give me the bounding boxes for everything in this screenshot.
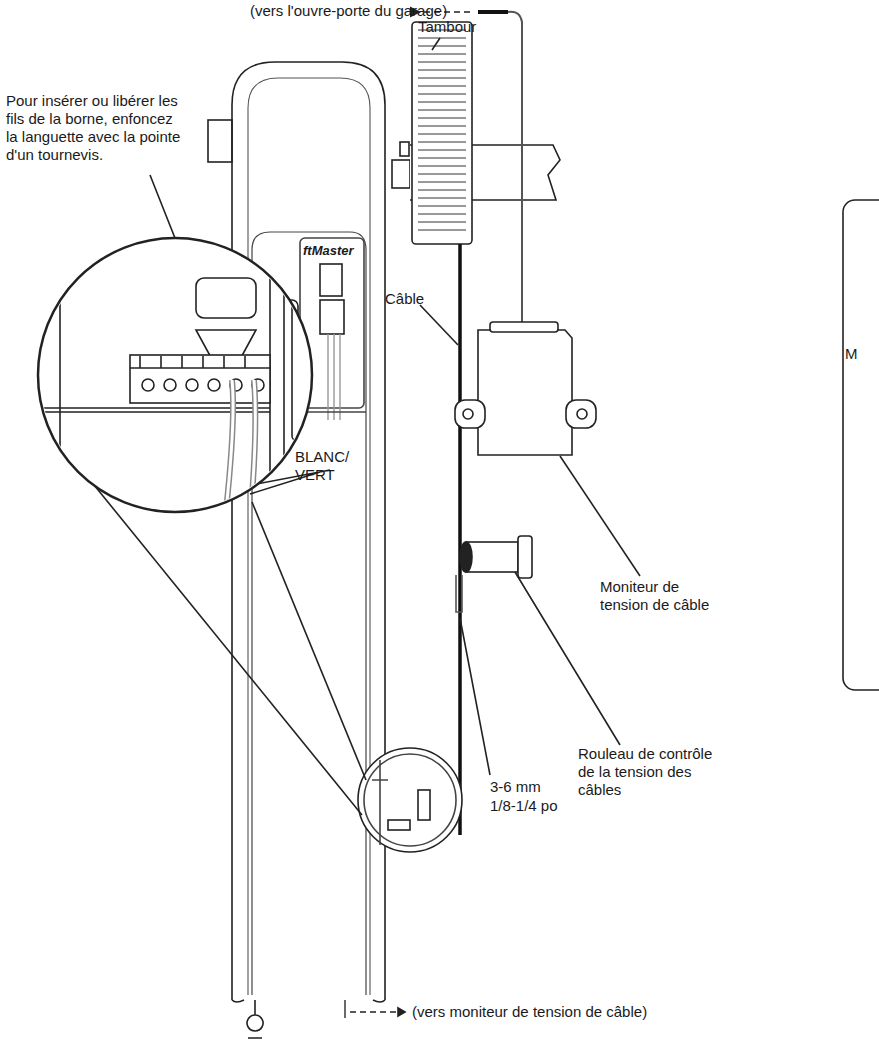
direction-note: (vers moniteur de tension de câble) [412, 1003, 712, 1021]
direction-note: (vers l'ouvre-porte du garage) [250, 2, 480, 20]
roller [466, 542, 518, 572]
wire-colour: BLANC/ VERT [295, 448, 365, 484]
zoom-source [358, 748, 462, 852]
cut-off-panel [843, 200, 879, 690]
side-tab [208, 120, 232, 162]
opener-body [232, 62, 385, 1000]
tension-monitor [478, 330, 572, 455]
collar [392, 160, 410, 188]
monitor-wire [508, 12, 522, 330]
dimension: 3-6 mm [490, 778, 580, 796]
instruction-note: Pour insérer ou libérer les fils de la b… [6, 92, 186, 164]
part-name: Rouleau de contrôle de la tension des câ… [578, 745, 728, 799]
zoom-line [90, 480, 362, 815]
part-name: Tambour [418, 18, 508, 36]
zoom-circle [38, 238, 312, 512]
brand-logo: ftMaster [303, 242, 365, 260]
part-name: Câble [385, 290, 445, 308]
part-name: Moniteur de tension de câble [600, 578, 710, 614]
cut-off-text: M [845, 345, 875, 363]
dimension: 1/8-1/4 po [490, 797, 580, 815]
zoom-detail [38, 232, 332, 520]
zoom-line [252, 502, 366, 780]
drum [412, 22, 472, 244]
cable [458, 244, 462, 835]
line-art [90, 12, 879, 1038]
